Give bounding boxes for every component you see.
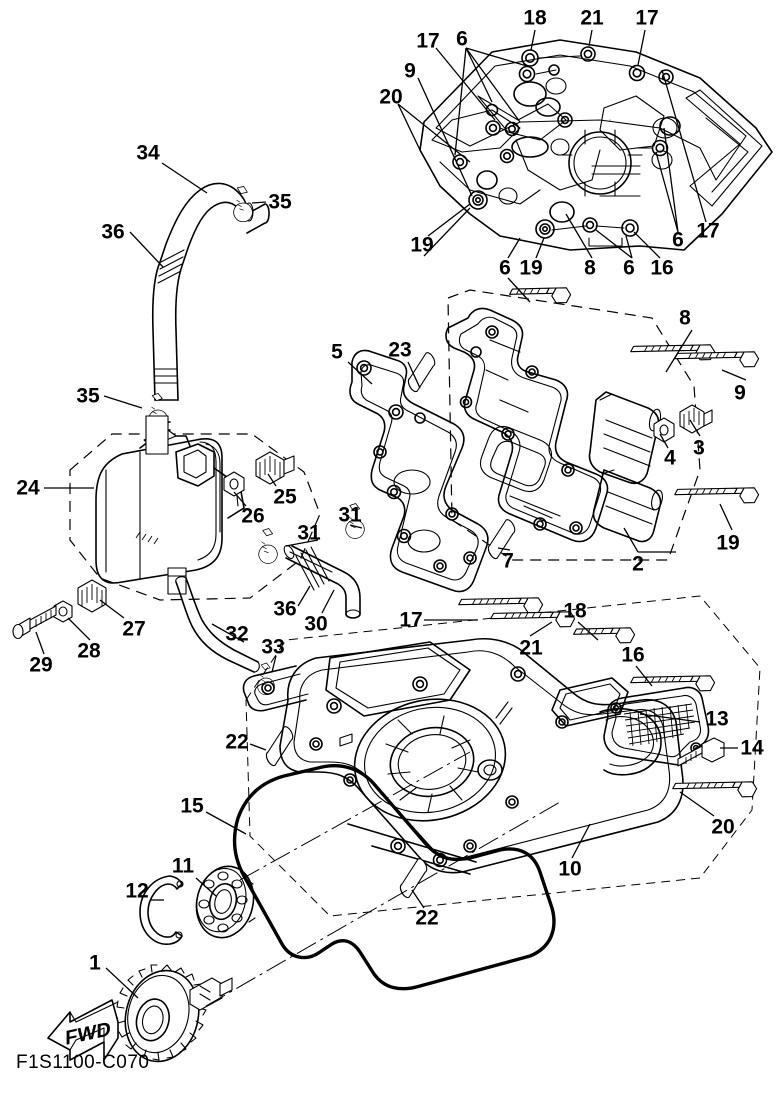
bearing-circlip-gear xyxy=(116,751,561,1063)
callout-34: 34 xyxy=(136,141,160,165)
callout-15: 15 xyxy=(180,794,204,818)
callout-10: 10 xyxy=(558,857,582,881)
callout-16: 16 xyxy=(621,643,645,667)
callout-17: 17 xyxy=(416,29,440,53)
callout-19: 19 xyxy=(519,256,543,280)
callout-27: 27 xyxy=(122,617,146,641)
callout-21: 21 xyxy=(580,6,604,30)
callout-7: 7 xyxy=(502,549,514,573)
callout-9: 9 xyxy=(404,59,416,83)
callout-17: 17 xyxy=(399,608,423,632)
leader-lines-hose xyxy=(103,162,267,409)
leader-lines-pump xyxy=(347,207,747,553)
callout-12: 12 xyxy=(125,879,149,903)
callout-4: 4 xyxy=(664,446,676,470)
callout-20: 20 xyxy=(711,815,735,839)
callout-36: 36 xyxy=(101,220,125,244)
callout-16: 16 xyxy=(650,256,674,280)
callout-9: 9 xyxy=(734,381,746,405)
callout-22: 22 xyxy=(225,730,249,754)
callout-30: 30 xyxy=(304,612,328,636)
callout-24: 24 xyxy=(16,476,40,500)
callout-35: 35 xyxy=(76,384,100,408)
crankcase-cover xyxy=(242,595,761,917)
callout-32: 32 xyxy=(225,622,249,646)
callout-11: 11 xyxy=(171,854,195,878)
callout-18: 18 xyxy=(563,599,587,623)
callout-28: 28 xyxy=(77,639,101,663)
callout-8: 8 xyxy=(584,256,596,280)
upper-crankcase-plate xyxy=(419,39,773,251)
callout-25: 25 xyxy=(273,485,297,509)
callout-21: 21 xyxy=(519,636,543,660)
callout-17: 17 xyxy=(696,219,720,243)
part-number-label: F1S1100-C070 xyxy=(16,1052,150,1073)
callout-19: 19 xyxy=(716,531,740,555)
breather-hose-assembly xyxy=(147,182,270,441)
callout-35: 35 xyxy=(268,190,292,214)
callout-6: 6 xyxy=(623,256,635,280)
callout-18: 18 xyxy=(523,6,547,30)
pump-long-bolts xyxy=(509,265,762,530)
callout-1: 1 xyxy=(89,951,101,975)
callout-26: 26 xyxy=(241,504,265,528)
callout-36: 36 xyxy=(273,597,297,621)
callout-33: 33 xyxy=(261,635,285,659)
callout-3: 3 xyxy=(693,436,705,460)
crankcase-cover-bolts xyxy=(458,565,760,824)
callout-5: 5 xyxy=(331,340,343,364)
callout-2: 2 xyxy=(632,552,644,576)
callout-6: 6 xyxy=(456,27,468,51)
oil-pump-gasket xyxy=(349,349,489,593)
fwd-arrow xyxy=(47,999,119,1061)
callout-14: 14 xyxy=(740,736,764,760)
callout-8: 8 xyxy=(679,306,691,330)
callout-22: 22 xyxy=(415,906,439,930)
callout-6: 6 xyxy=(499,256,511,280)
callout-20: 20 xyxy=(379,85,403,109)
leader-lines-cooler xyxy=(35,473,277,655)
leader-lines-hose2 xyxy=(211,524,363,751)
callout-29: 29 xyxy=(29,653,53,677)
leader-lines-gear xyxy=(105,811,247,999)
callout-19: 19 xyxy=(410,233,434,257)
callout-13: 13 xyxy=(705,707,729,731)
callout-17: 17 xyxy=(635,6,659,30)
oil-strainer xyxy=(603,686,725,767)
oil-pump-body xyxy=(398,289,713,561)
callout-31: 31 xyxy=(297,521,321,545)
oil-cooler-assembly xyxy=(12,415,321,640)
leader-lines-upper xyxy=(397,29,707,259)
callout-31: 31 xyxy=(338,503,362,527)
callout-6: 6 xyxy=(672,228,684,252)
callout-23: 23 xyxy=(388,338,412,362)
leader-lines-cover xyxy=(411,619,738,909)
crankcase-cover-gasket xyxy=(232,764,556,991)
